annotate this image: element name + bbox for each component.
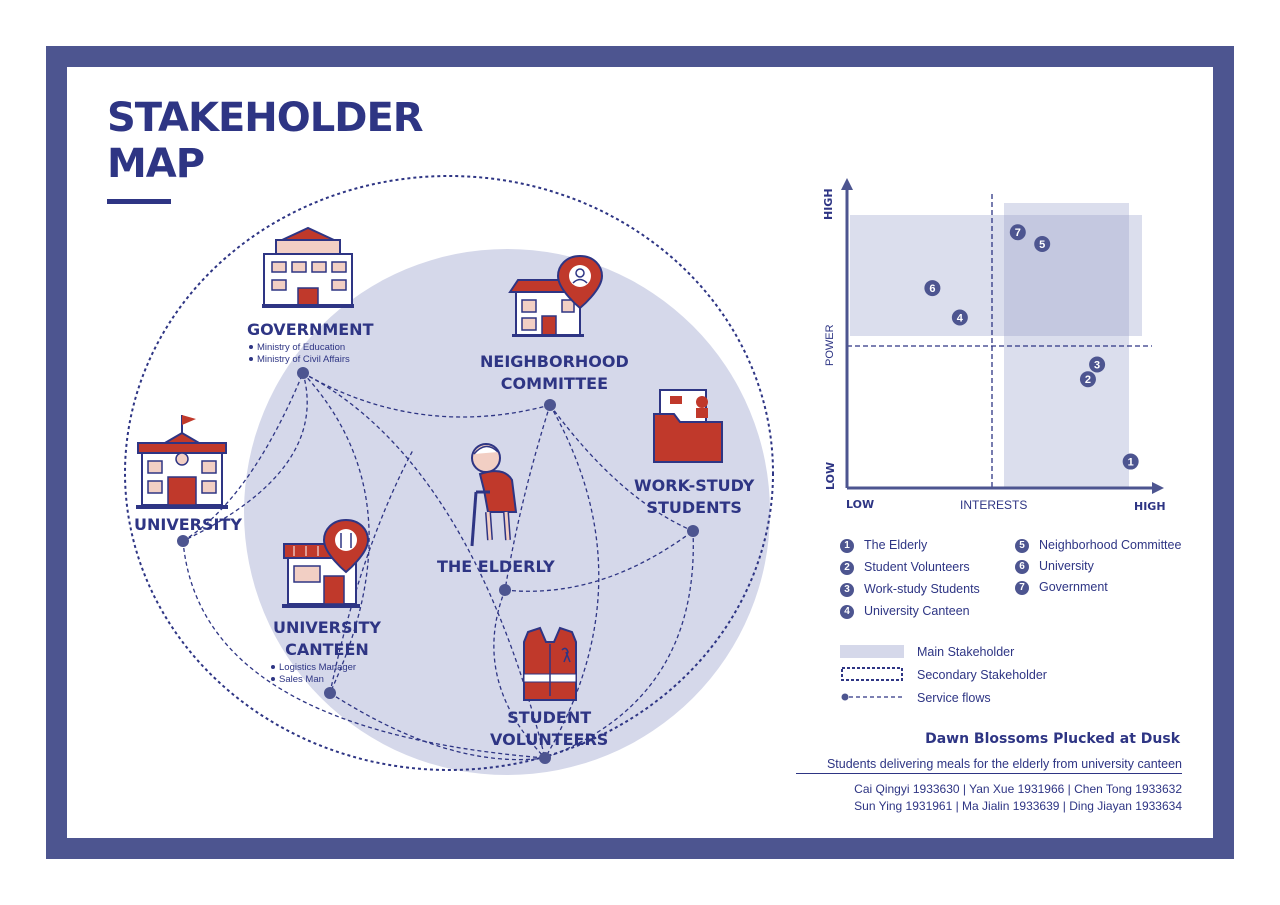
government-building-icon <box>262 226 354 308</box>
project-title: Dawn Blossoms Plucked at Dusk <box>925 731 1180 747</box>
x-axis-high: HIGH <box>1134 500 1166 513</box>
matrix-point-label-1: 1 <box>1128 457 1134 469</box>
volunteer-vest-icon <box>523 626 577 701</box>
flow-node-work-study <box>687 525 699 537</box>
key-flow-node <box>841 693 849 701</box>
matrix-point-label-2: 2 <box>1085 374 1091 386</box>
sub-government-2: Ministry of Civil Affairs <box>249 354 350 366</box>
matrix-point-2: 2 <box>1079 371 1096 388</box>
secondary-stakeholder-circle <box>124 175 774 771</box>
y-axis-low: LOW <box>824 461 837 490</box>
work-study-folder-icon <box>653 389 723 463</box>
elderly-person-cane-icon <box>470 443 518 547</box>
matrix-point-4: 4 <box>951 309 968 326</box>
key-main-label: Main Stakeholder <box>917 645 1015 659</box>
flow-node-elderly <box>499 584 511 596</box>
matrix-point-1: 1 <box>1122 453 1139 470</box>
key-flows-label: Service flows <box>917 691 991 705</box>
page-title-line1: STAKEHOLDER <box>107 95 424 141</box>
matrix-point-label-6: 6 <box>929 283 935 295</box>
matrix-point-label-7: 7 <box>1015 227 1021 239</box>
sub-government-1: Ministry of Education <box>249 342 345 354</box>
credits-line-2: Sun Ying 1931961 | Ma Jialin 1933639 | D… <box>854 799 1182 813</box>
sub-canteen-2: Sales Man <box>271 674 324 686</box>
matrix-point-label-5: 5 <box>1039 239 1045 251</box>
flow-node-canteen <box>324 687 336 699</box>
title-underline <box>107 199 171 204</box>
canteen-shop-pin-icon <box>282 518 370 608</box>
neighborhood-house-pin-icon <box>508 254 604 337</box>
x-axis-low: LOW <box>846 498 875 511</box>
matrix-point-label-4: 4 <box>957 312 964 324</box>
matrix-point-6: 6 <box>924 280 941 297</box>
flow-node-university <box>177 535 189 547</box>
key-main-swatch <box>840 645 904 658</box>
project-description: Students delivering meals for the elderl… <box>796 757 1182 774</box>
matrix-point-3: 3 <box>1089 356 1106 373</box>
flow-node-government <box>297 367 309 379</box>
x-axis-label: INTERESTS <box>960 498 1028 512</box>
university-building-flag-icon <box>136 415 228 509</box>
page-title-line2: MAP <box>107 141 205 187</box>
service-flows <box>182 372 694 761</box>
matrix-point-7: 7 <box>1009 224 1026 241</box>
sub-canteen-1: Logistics Manager <box>271 662 356 674</box>
y-axis-high: HIGH <box>822 188 835 220</box>
credits-line-1: Cai Qingyi 1933630 | Yan Xue 1931966 | C… <box>854 782 1182 796</box>
label-university: UNIVERSITY <box>134 515 242 534</box>
y-axis-label: POWER <box>824 324 836 366</box>
matrix-point-label-3: 3 <box>1094 360 1100 372</box>
flow-nodes <box>177 367 699 764</box>
key-secondary-label: Secondary Stakeholder <box>917 668 1047 682</box>
label-elderly: THE ELDERLY <box>437 557 555 576</box>
matrix-point-5: 5 <box>1034 235 1051 252</box>
flow-node-volunteers <box>539 752 551 764</box>
label-government: GOVERNMENT <box>247 320 374 339</box>
flow-node-neighborhood <box>544 399 556 411</box>
key-secondary-swatch <box>841 667 903 681</box>
